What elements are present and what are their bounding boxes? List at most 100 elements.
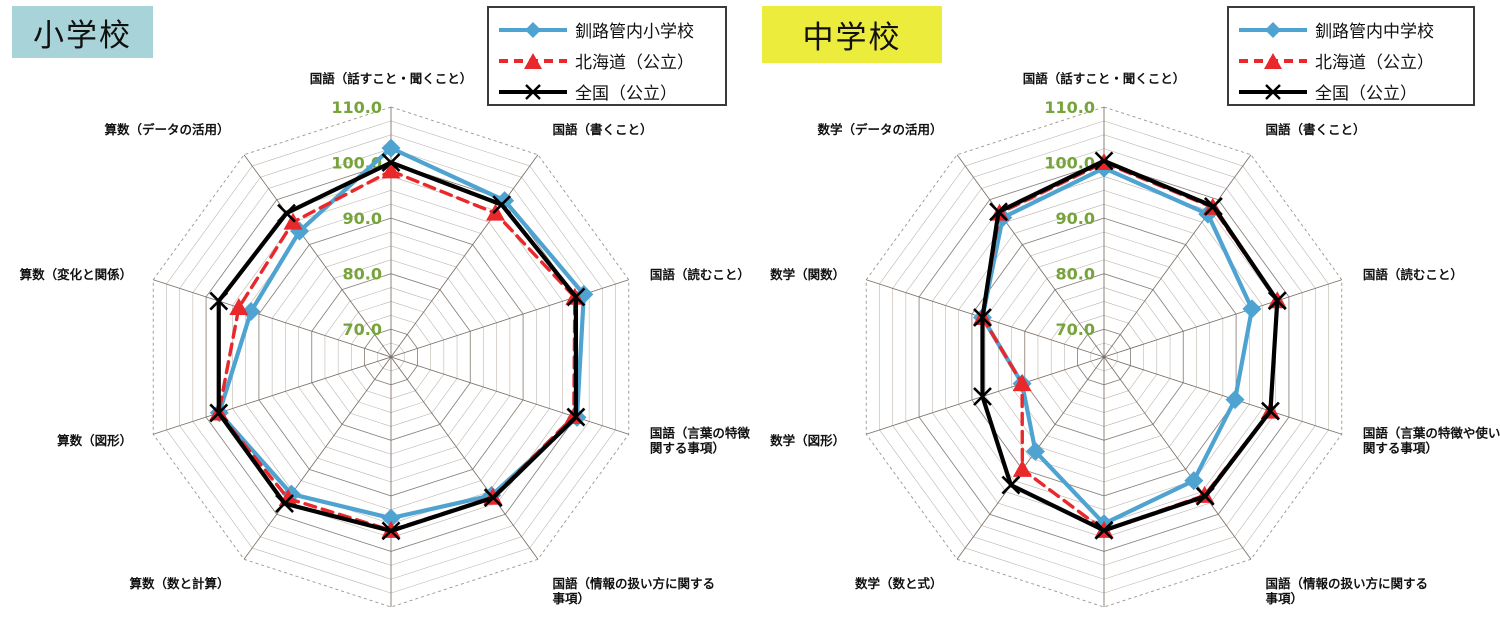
data-point-cross: [1094, 520, 1114, 540]
data-point-cross: [492, 195, 512, 215]
grid-spoke: [956, 154, 1105, 358]
panel-junior: 中学校 釧路管内中学校 北海道（公立）: [750, 0, 1500, 623]
data-point-diamond: [1184, 471, 1204, 491]
legend-item-kushiro[interactable]: 釧路管内中学校: [1237, 14, 1463, 45]
radial-tick-label: 80.0: [343, 265, 382, 284]
series-zenkoku: [209, 153, 586, 541]
data-point-triangle: [1012, 374, 1032, 392]
category-label: 国語（話すこと・聞くこと）: [310, 71, 473, 86]
grid-spoke: [956, 356, 1105, 560]
data-point-triangle: [381, 161, 401, 179]
legend-junior: 釧路管内中学校 北海道（公立） 全国（公立）: [1227, 6, 1475, 106]
svg-text:国語（話すこと・聞くこと）: 国語（話すこと・聞くこと）: [310, 71, 473, 86]
category-label: 国語（書くこと）: [553, 122, 653, 137]
legend-marker-cross-icon: [1237, 81, 1309, 103]
radial-tick-label: 70.0: [1056, 320, 1095, 339]
legend-elementary: 釧路管内小学校 北海道（公立） 全国（公立）: [487, 6, 727, 106]
data-point-cross: [1094, 151, 1114, 171]
data-point-cross: [381, 153, 401, 172]
grid-spoke: [153, 279, 392, 358]
radar-grid: [865, 106, 1343, 608]
svg-text:事項）: 事項）: [1266, 591, 1304, 606]
svg-text:数学（図形）: 数学（図形）: [769, 433, 845, 448]
data-point-cross: [566, 287, 586, 307]
radial-tick-label: 90.0: [1056, 209, 1095, 228]
svg-text:算数（データの活用）: 算数（データの活用）: [104, 122, 229, 137]
data-point-cross: [483, 488, 503, 508]
data-point-diamond: [381, 138, 401, 158]
legend-item-zenkoku[interactable]: 全国（公立）: [1237, 76, 1463, 107]
data-point-cross: [1261, 401, 1280, 421]
legend-label-zenkoku: 全国（公立）: [1315, 84, 1417, 104]
legend-item-hokkaido[interactable]: 北海道（公立）: [497, 45, 715, 76]
legend-item-zenkoku[interactable]: 全国（公立）: [497, 76, 715, 107]
legend-item-hokkaido[interactable]: 北海道（公立）: [1237, 45, 1463, 76]
radial-tick-label: 110.0: [1044, 98, 1095, 117]
data-point-diamond: [1242, 299, 1262, 319]
category-label: 国語（書くこと）: [1266, 122, 1366, 137]
radial-tick-label: 110.0: [331, 98, 382, 117]
legend-label-zenkoku: 全国（公立）: [575, 84, 677, 104]
grid-spoke: [390, 356, 629, 435]
legend-label-kushiro: 釧路管内中学校: [1315, 22, 1434, 42]
svg-text:数学（数と式）: 数学（数と式）: [854, 576, 943, 591]
svg-text:算数（数と計算）: 算数（数と計算）: [129, 576, 229, 591]
legend-marker-triangle-icon: [497, 50, 569, 72]
grid-spoke: [243, 356, 392, 560]
data-point-cross: [277, 203, 296, 223]
category-label: 数学（データの活用）: [816, 122, 942, 137]
grid-spoke: [390, 356, 539, 560]
svg-text:算数（変化と関係）: 算数（変化と関係）: [20, 267, 133, 282]
data-point-diamond: [381, 508, 401, 528]
radial-tick-label: 70.0: [343, 320, 382, 339]
svg-text:国語（話すこと・聞くこと）: 国語（話すこと・聞くこと）: [1023, 71, 1186, 86]
grid-spoke: [390, 154, 539, 358]
svg-text:関する事項）: 関する事項）: [1363, 440, 1438, 455]
category-label: 国語（言葉の特徴や使い方に関する事項）: [650, 425, 750, 455]
data-point-diamond: [1225, 390, 1245, 410]
category-label: 算数（図形）: [57, 433, 132, 448]
category-label: 算数（変化と関係）: [20, 267, 133, 282]
category-label: 国語（読むこと）: [1363, 267, 1463, 282]
data-point-cross: [989, 202, 1008, 222]
grid-spoke: [1103, 356, 1252, 560]
legend-marker-diamond-icon: [497, 19, 569, 41]
grid-spoke: [243, 154, 392, 358]
grid-spoke: [1103, 154, 1252, 358]
svg-text:国語（書くこと）: 国語（書くこと）: [1266, 122, 1366, 137]
data-point-diamond: [1025, 441, 1045, 461]
data-point-cross: [1203, 197, 1223, 216]
grid-spoke: [1103, 356, 1342, 435]
category-label: 国語（読むこと）: [650, 267, 750, 282]
series-zenkoku: [973, 151, 1287, 540]
radial-tick-label: 80.0: [1056, 265, 1095, 284]
legend-label-hokkaido: 北海道（公立）: [1315, 53, 1434, 73]
legend-item-kushiro[interactable]: 釧路管内小学校: [497, 14, 715, 45]
panel-title-badge-elementary: 小学校: [12, 6, 153, 58]
panel-elementary: 小学校 釧路管内小学校 北海道（公立）: [12, 6, 750, 608]
svg-text:数学（関数）: 数学（関数）: [769, 267, 845, 282]
grid-spoke: [1103, 279, 1342, 358]
category-label: 国語（話すこと・聞くこと）: [1023, 71, 1186, 86]
radar-chart-elementary: 70.080.090.0100.0110.0国語（話すこと・聞くこと）国語（書く…: [20, 71, 750, 608]
data-point-cross: [1195, 486, 1215, 506]
category-label: 算数（データの活用）: [104, 122, 229, 137]
category-axis-labels: 国語（話すこと・聞くこと） 国語（書くこと） 国語（読むこと） 国語（言葉の特徴や使い…: [20, 71, 750, 606]
data-point-triangle: [1012, 459, 1032, 477]
svg-text:国語（言葉の特徴や使い方に: 国語（言葉の特徴や使い方に: [650, 425, 750, 440]
data-point-cross: [1001, 475, 1021, 495]
grid-spoke: [153, 356, 392, 435]
data-point-diamond: [241, 302, 261, 322]
svg-text:関する事項）: 関する事項）: [650, 440, 725, 455]
data-point-cross: [381, 521, 401, 541]
data-point-cross: [209, 291, 229, 311]
data-point-cross: [275, 494, 294, 513]
category-label: 数学（数と式）: [854, 576, 943, 591]
svg-text:国語（情報の扱い方に関する: 国語（情報の扱い方に関する: [553, 576, 716, 591]
category-label: 数学（関数）: [769, 267, 845, 282]
legend-label-hokkaido: 北海道（公立）: [575, 53, 694, 73]
data-point-cross: [973, 308, 992, 327]
